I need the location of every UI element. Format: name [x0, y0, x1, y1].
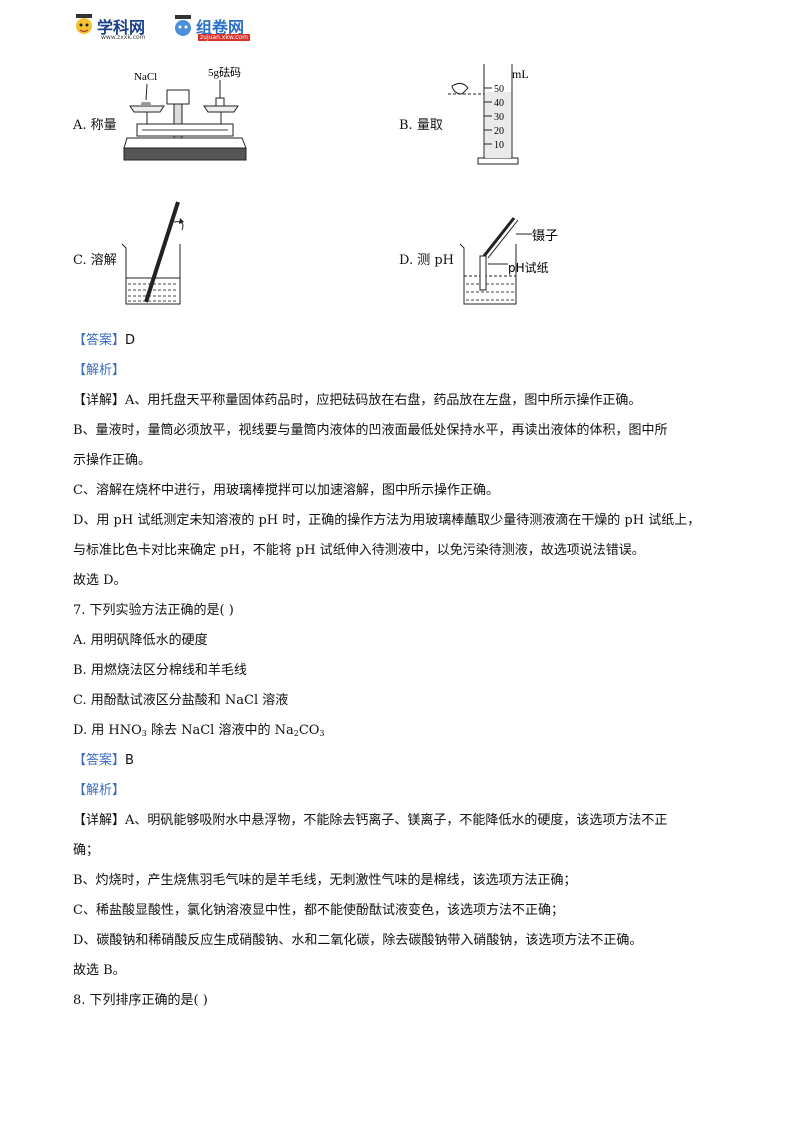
q7-line: B、灼烧时，产生烧焦羽毛气味的是羊毛线，无刺激性气味的是棉线，该选项方法正确； — [73, 873, 577, 888]
q6-line: B、量液时，量筒必须放平，视线要与量筒内液体的凹液面最低处保持水平，再读出液体的… — [73, 423, 668, 438]
q7-answer-value: B — [125, 753, 134, 768]
q6-answer: 【答案】D — [73, 332, 135, 350]
zxxk-logo-url: www.zxxk.com — [101, 34, 146, 41]
q7-line: 故选 B。 — [73, 963, 126, 978]
figure-b-tick: 30 — [494, 112, 504, 123]
figure-b-tick: 10 — [494, 140, 504, 151]
q6-analysis-tag: 【解析】 — [73, 363, 126, 378]
q6-detail-line: 【详解】A、用托盘天平称量固体药品时，应把砝码放在右盘，药品放在左盘，图中所示操… — [73, 392, 641, 410]
q7-option-b: B. 用燃烧法区分棉线和羊毛线 — [73, 663, 247, 678]
q7-option-d-sub: 2 — [293, 729, 299, 738]
q6-line: 故选 D。 — [73, 573, 127, 588]
header-logos: 学科网 www.zxxk.com 组卷网 zujuan.xkw.com — [72, 12, 272, 46]
q6-answer-tag: 【答案】 — [73, 333, 126, 348]
zujuan-logo-url: zujuan.xkw.com — [198, 34, 250, 41]
figure-b-label: B. 量取 — [399, 118, 443, 133]
figure-a-balance: NaCl 5g砝码 — [123, 66, 247, 161]
q7-option-d-sub: 3 — [319, 729, 325, 738]
figure-b-unit: mL — [512, 67, 529, 81]
q7-answer-tag: 【答案】 — [73, 753, 126, 768]
figure-a-label: A. 称量 — [73, 118, 117, 133]
q7-detail-line: 【详解】A、明矾能够吸附水中悬浮物，不能除去钙离子、镁离子，不能降低水的硬度，该… — [73, 812, 667, 830]
figure-c-beaker — [121, 201, 184, 305]
q6-line: 示操作正确。 — [73, 453, 152, 468]
q6-detail-text: A、用托盘天平称量固体药品时，应把砝码放在右盘，药品放在左盘，图中所示操作正确。 — [125, 393, 642, 408]
figure-b-cylinder: mL 50 40 30 20 10 — [448, 64, 529, 165]
zxxk-logo-text: 学科网 — [97, 18, 146, 37]
figure-a-nacl-label: NaCl — [134, 71, 157, 83]
q7-answer: 【答案】B — [73, 752, 134, 770]
q7-line: 确； — [73, 843, 100, 858]
q7-option-d-part: D. 用 HNO — [73, 723, 142, 738]
q7-option-d-part: 除去 NaCl 溶液中的 Na — [146, 723, 294, 738]
q8-stem: 8. 下列排序正确的是( ) — [73, 993, 208, 1008]
q7-option-a: A. 用明矾降低水的硬度 — [73, 633, 208, 648]
q6-line: C、溶解在烧杯中进行，用玻璃棒搅拌可以加速溶解，图中所示操作正确。 — [73, 483, 499, 498]
figure-d-paper-label: pH试纸 — [508, 260, 549, 275]
q7-line: D、碳酸钠和稀硝酸反应生成硝酸钠、水和二氧化碳，除去碳酸钠带入硝酸钠，该选项方法… — [73, 933, 643, 948]
figure-b-tick: 50 — [494, 84, 504, 95]
zujuan-logo-text: 组卷网 — [196, 18, 245, 37]
figure-c-label: C. 溶解 — [73, 253, 117, 268]
q7-line: C、稀盐酸显酸性，氯化钠溶液显中性，都不能使酚酞试液变色，该选项方法不正确； — [73, 903, 564, 918]
q7-option-c: C. 用酚酞试液区分盐酸和 NaCl 溶液 — [73, 693, 289, 708]
q7-detail-text: A、明矾能够吸附水中悬浮物，不能除去钙离子、镁离子，不能降低水的硬度，该选项方法… — [125, 813, 668, 828]
figure-d-ph-test: 镊子 pH试纸 — [459, 217, 558, 305]
q7-option-d-sub: 3 — [141, 729, 147, 738]
q7-option-d: D. 用 HNO3 除去 NaCl 溶液中的 Na2CO3 — [73, 722, 325, 743]
figure-d-tweezers-label: 镊子 — [532, 229, 558, 244]
figure-b-tick: 40 — [494, 98, 504, 109]
q7-stem: 7. 下列实验方法正确的是( ) — [73, 603, 234, 618]
figure-d-label: D. 测 pH — [399, 253, 455, 268]
q7-detail-tag: 【详解】 — [73, 813, 126, 828]
q6-line: 与标准比色卡对比来确定 pH，不能将 pH 试纸伸入待测液中，以免污染待测液，故… — [73, 543, 645, 558]
figure-a-weight-label: 5g砝码 — [208, 66, 241, 79]
q6-answer-value: D — [125, 333, 136, 348]
zxxk-mascot-icon — [76, 14, 92, 34]
figure-b-tick: 20 — [494, 126, 504, 137]
q6-detail-tag: 【详解】 — [73, 393, 126, 408]
q7-analysis-tag: 【解析】 — [73, 783, 126, 798]
q7-option-d-part: CO — [298, 723, 320, 738]
zujuan-mascot-icon — [175, 15, 191, 36]
q6-line: D、用 pH 试纸测定未知溶液的 pH 时，正确的操作方法为用玻璃棒蘸取少量待测… — [73, 513, 701, 528]
